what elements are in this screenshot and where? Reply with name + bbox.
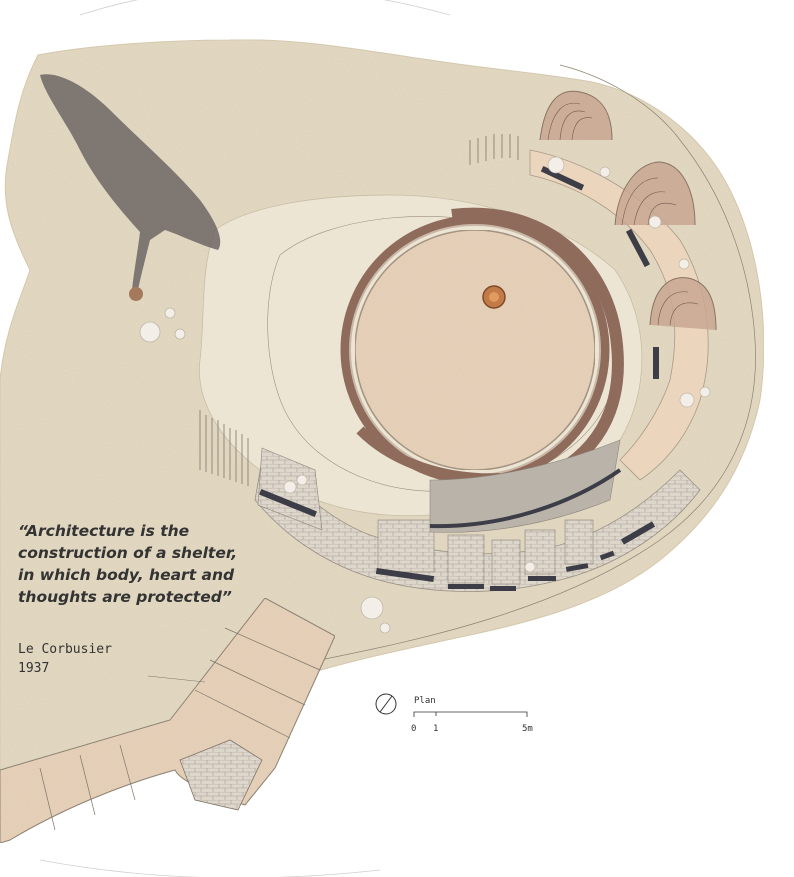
north-arrow: [375, 693, 397, 715]
south-stones: [283, 474, 536, 573]
scale-label-1: 1: [433, 724, 438, 734]
east-stones: [547, 156, 711, 408]
scale-label-5: 5m: [522, 724, 533, 734]
tree-shadow: [40, 74, 221, 290]
leader-line: [147, 675, 206, 683]
scale-title: Plan: [414, 696, 436, 706]
tree: [40, 74, 221, 301]
ramp-brick-landing: [179, 739, 263, 811]
quote-line-1: “Architecture is the: [18, 522, 190, 540]
plaza-floor: [354, 229, 596, 471]
seating-blocks-south: [257, 439, 621, 585]
fence-northeast: [469, 134, 519, 165]
shelter-3: [649, 277, 717, 331]
outer-arc-bench: [451, 207, 624, 476]
author-year: 1937: [18, 661, 50, 676]
outer-site-arc-top: [79, 0, 451, 16]
scale-label-0: 0: [411, 724, 416, 734]
boulders-south: [360, 596, 391, 634]
quote-attribution: Le Corbusier 1937: [18, 640, 112, 678]
ramp-joints: [39, 627, 321, 831]
author-name: Le Corbusier: [18, 642, 112, 657]
architecture-quote: “Architecture is the construction of a s…: [18, 520, 248, 608]
quote-line-2: construction of a shelter,: [18, 544, 238, 562]
shelter-1: [539, 90, 613, 141]
boulders-west: [139, 307, 186, 343]
outer-site-arc-bottom: [39, 859, 381, 877]
tree-trunk: [129, 287, 143, 301]
scale-bar: Plan 0 1 5m: [411, 696, 533, 734]
sandy-terrace-east: [529, 149, 709, 481]
quote-line-3: in which body, heart and: [18, 566, 235, 584]
circular-plaza: [340, 207, 624, 485]
contour-line-outer: [319, 64, 756, 661]
benches-south: [259, 468, 656, 591]
quote-line-4: thoughts are protected”: [18, 588, 232, 606]
fence-west: [199, 410, 249, 486]
shelter-2: [614, 161, 696, 226]
